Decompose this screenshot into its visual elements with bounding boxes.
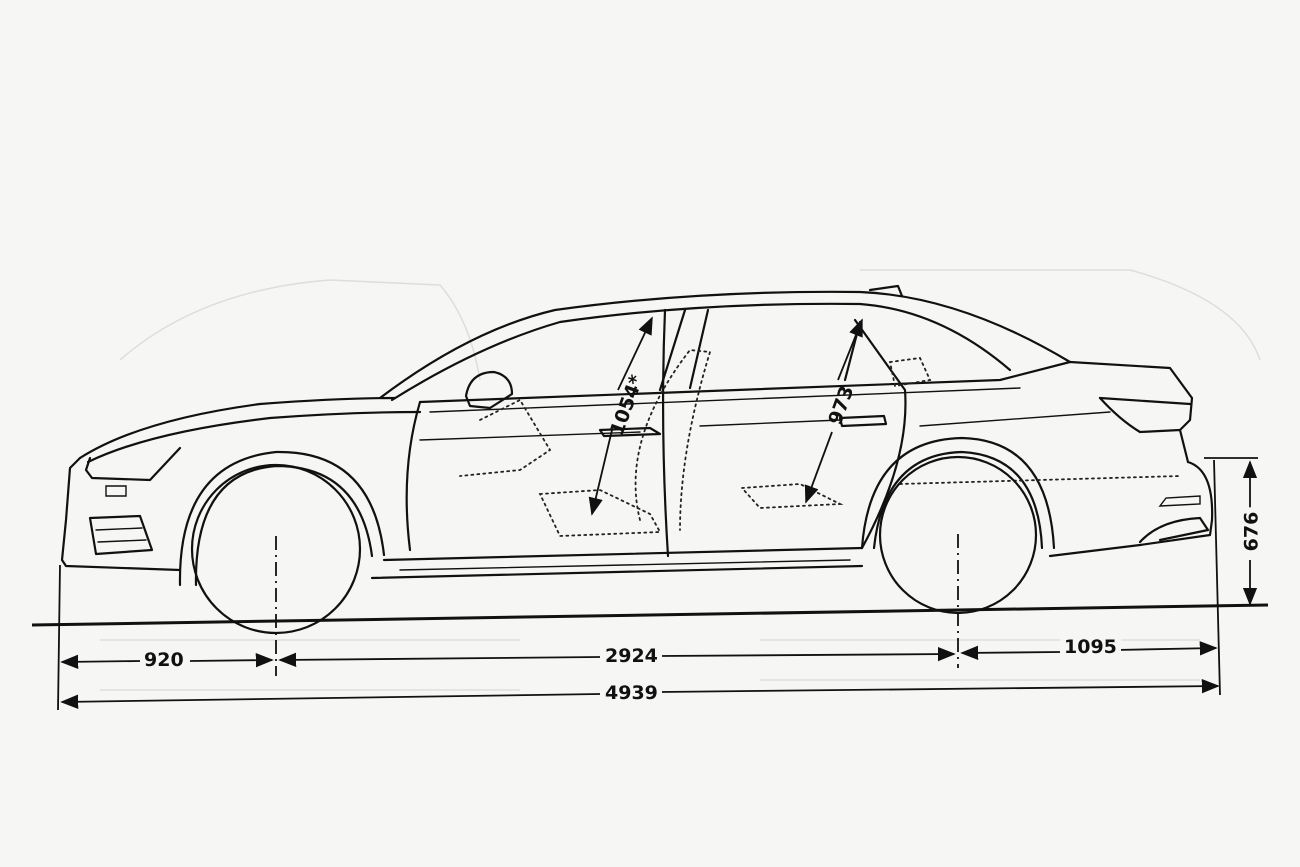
rear-overhang-label: 1095 [1060, 638, 1121, 657]
front-overhang-label: 920 [140, 651, 188, 670]
ground-line [31, 603, 1269, 627]
seat-outlines [459, 349, 932, 537]
dimension-lines [60, 316, 1258, 709]
wheelbase-label: 2924 [601, 647, 662, 666]
rear-height-label: 676 [1240, 507, 1262, 556]
car-body [60, 284, 1214, 587]
ghost-background-drawing [100, 269, 1261, 691]
overall-length-label: 4939 [601, 684, 662, 703]
